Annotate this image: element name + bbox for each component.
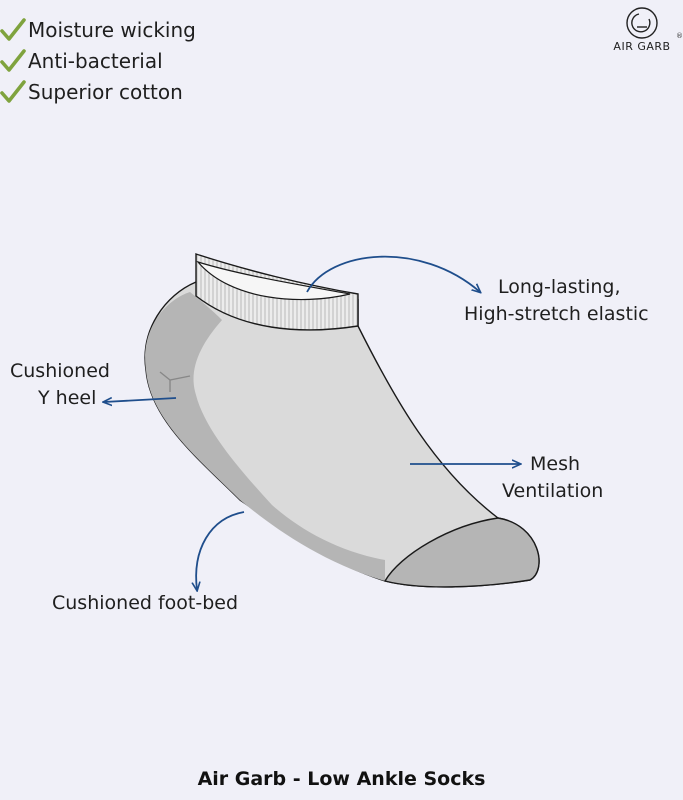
sock-opening: [196, 260, 351, 301]
check-icon: [0, 48, 26, 72]
elastic-callout: Long-lasting, High-stretch elastic: [464, 274, 649, 328]
elastic-arrow: [306, 255, 480, 292]
feature-label: Moisture wicking: [28, 17, 196, 42]
heel-callout-line2: Y heel: [38, 387, 97, 409]
footbed-callout: Cushioned foot-bed: [52, 592, 239, 614]
footbed-arrow: [196, 511, 245, 590]
elastic-callout-line1: Long-lasting,: [498, 276, 621, 298]
brand-logo: ® AIR GARB: [604, 6, 683, 56]
check-icon: [0, 17, 26, 41]
feature-label: Anti-bacterial: [28, 48, 163, 73]
mesh-callout-line1: Mesh: [530, 453, 581, 475]
product-title: Air Garb - Low Ankle Socks: [197, 768, 486, 790]
logo-mark-icon: [626, 7, 658, 39]
mesh-callout: Mesh Ventilation: [502, 451, 603, 505]
feature-list: Moisture wicking Anti-bacterial Superior…: [0, 14, 196, 107]
mesh-callout-line2: Ventilation: [502, 480, 604, 502]
feature-item: Superior cotton: [0, 76, 196, 107]
elastic-callout-line2: High-stretch elastic: [464, 303, 649, 325]
y-heel-mark: [159, 371, 191, 392]
sock-heel-cushion: [145, 292, 385, 581]
brand-name: AIR GARB: [613, 40, 671, 53]
heel-callout-line1: Cushioned: [10, 360, 110, 382]
feature-item: Anti-bacterial: [0, 45, 196, 76]
sock-toe: [383, 517, 540, 588]
registered-mark: ®: [676, 32, 683, 40]
feature-item: Moisture wicking: [0, 14, 196, 45]
heel-callout: Cushioned Y heel: [10, 358, 120, 412]
feature-label: Superior cotton: [28, 79, 183, 104]
heel-arrow: [104, 398, 177, 402]
check-icon: [0, 79, 26, 103]
